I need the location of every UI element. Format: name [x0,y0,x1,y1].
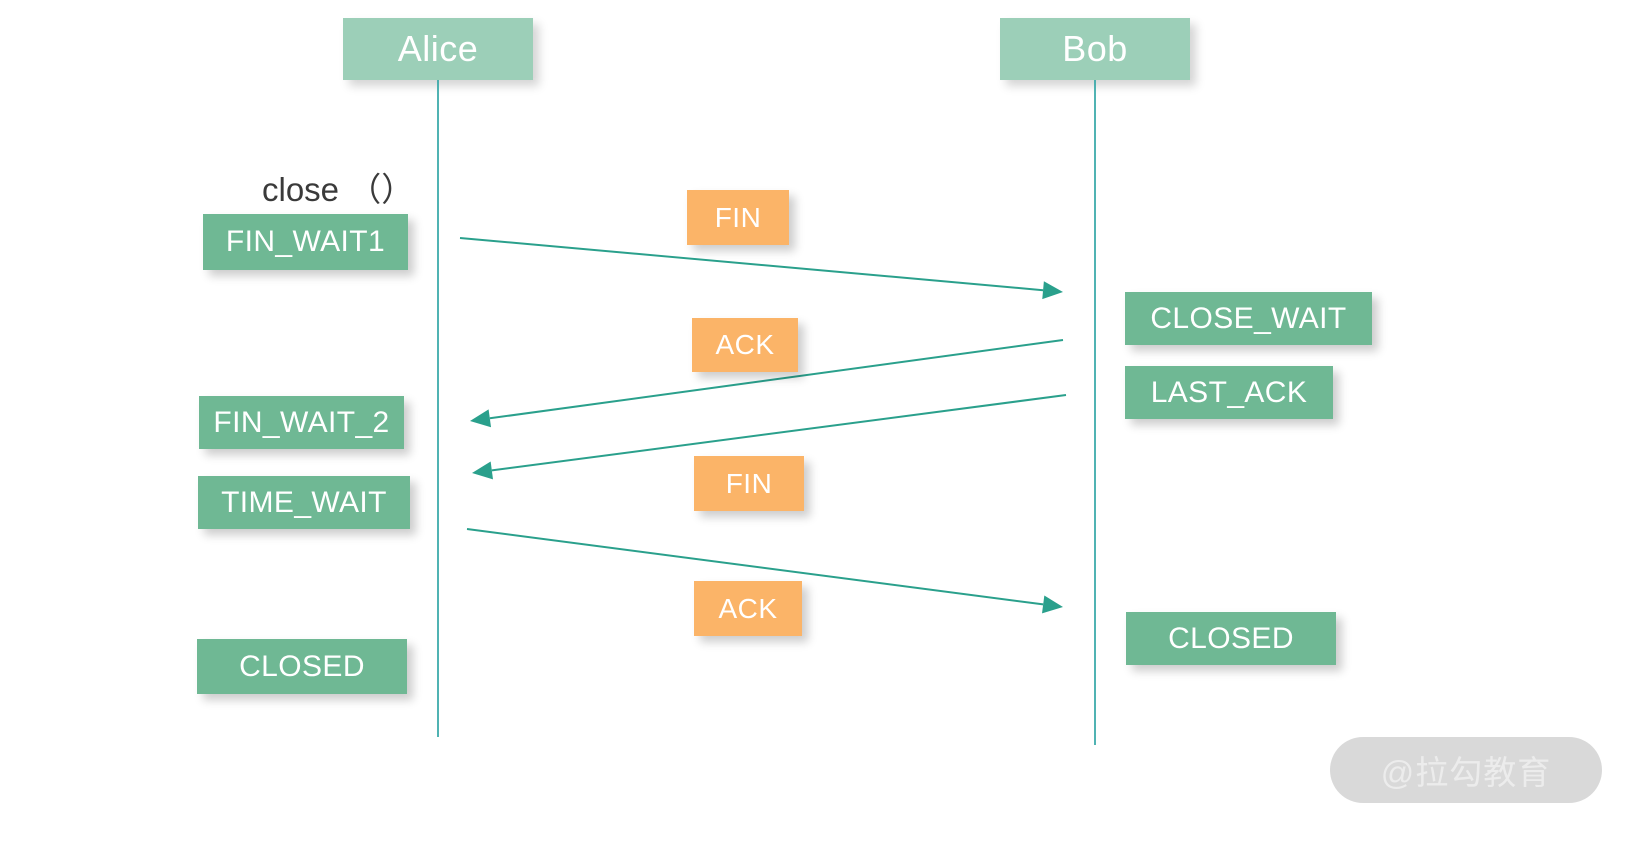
message-label-ack-2: ACK [694,581,802,636]
message-label-fin-1: FIN [687,190,789,245]
state-box-close-wait: CLOSE_WAIT [1125,292,1372,345]
message-label-ack-1: ACK [692,318,798,372]
state-box-bob-closed: CLOSED [1126,612,1336,665]
message-arrowhead-4 [1042,595,1063,614]
message-arrowhead-2 [470,409,492,428]
message-arrow-line-1 [459,237,1044,292]
watermark-badge: @拉勾教育 [1330,737,1602,803]
message-label-fin-2: FIN [694,456,804,511]
message-arrowhead-3 [472,461,494,480]
actor-header-bob: Bob [1000,18,1190,80]
state-box-fin-wait1: FIN_WAIT1 [203,214,408,270]
lifeline-alice [437,80,439,737]
state-box-fin-wait-2: FIN_WAIT_2 [199,396,404,449]
annotation-close-call: close （） [262,171,415,208]
state-box-alice-closed: CLOSED [197,639,407,694]
state-box-time-wait: TIME_WAIT [198,476,410,529]
message-arrowhead-1 [1042,281,1063,300]
actor-header-alice: Alice [343,18,533,80]
watermark-text: @拉勾教育 [1380,754,1552,791]
lifeline-bob [1094,80,1096,745]
state-box-last-ack: LAST_ACK [1125,366,1333,419]
